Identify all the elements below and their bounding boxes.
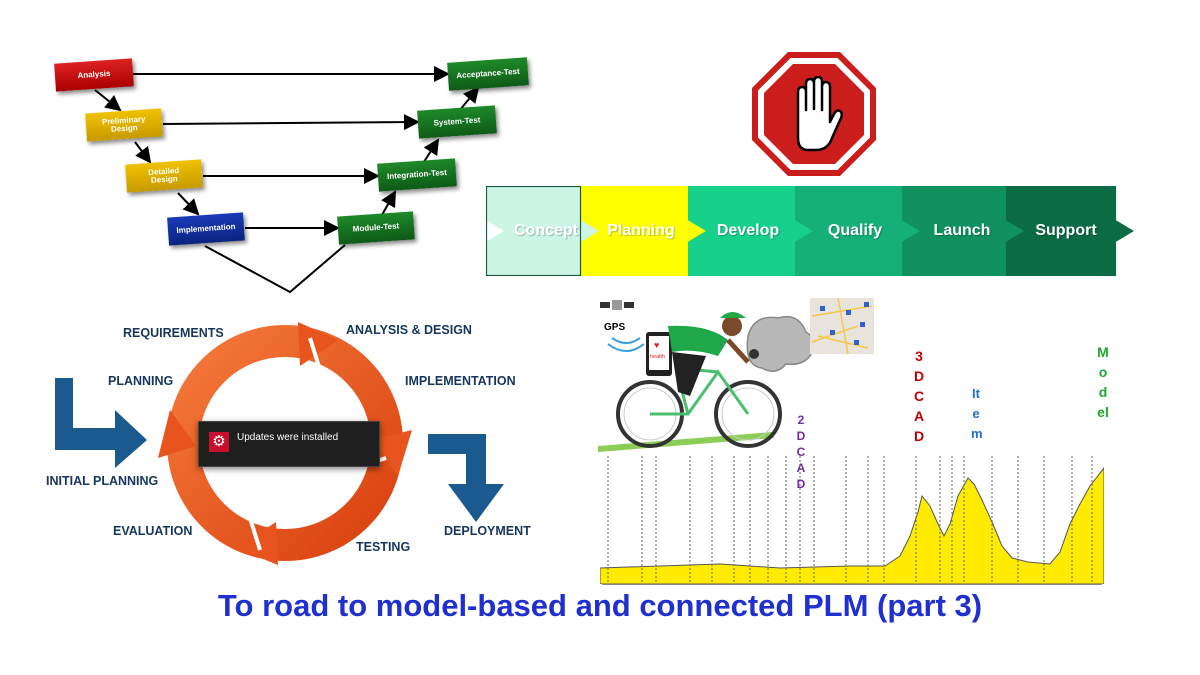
cyclist-graphic: GPS ♥ health [598,297,874,452]
gps-label: GPS [604,322,625,333]
elevation-baseline [602,584,1102,585]
toast-message: Updates were installed [237,432,339,443]
page-title: To road to model-based and connected PLM… [217,588,983,623]
svg-text:♥: ♥ [654,340,659,350]
stop-hand-icon [796,76,844,152]
v-step-analysis: Analysis [54,58,134,92]
deployment-arrow [428,434,504,522]
label-initial-planning: INITIAL PLANNING [46,474,159,488]
update-notification-toast[interactable]: ⚙ Updates were installed [198,421,380,467]
svg-text:health: health [650,354,665,360]
phase-develop: Develop [688,186,816,276]
label-model: Model [1097,344,1109,420]
satellite-icon [600,300,634,310]
phase-outlines [486,186,582,276]
v-step-acceptance-test: Acceptance-Test [447,57,529,91]
label-3d-cad: 3D CAD [913,348,925,444]
v-step-implementation: Implementation [167,212,245,246]
label-evaluation: EVALUATION [113,524,193,538]
v-step-preliminary-design: Preliminary Design [85,108,163,142]
label-planning: PLANNING [108,374,174,388]
elevation-profile [600,456,1104,584]
label-requirements: REQUIREMENTS [123,326,224,340]
v-step-system-test: System-Test [417,105,497,139]
label-deployment: DEPLOYMENT [444,524,531,538]
label-2d-cad: 2D CAD [796,413,806,491]
v-step-module-test: Module-Test [337,211,415,245]
initial-planning-arrow [55,378,147,468]
settings-gear-icon: ⚙ [209,432,229,452]
label-analysis-design: ANALYSIS & DESIGN [346,323,472,337]
stop-sign [752,52,876,176]
v-step-integration-test: Integration-Test [377,158,457,192]
label-testing: TESTING [356,540,411,554]
phase-support: Support [1006,186,1134,276]
v-model-connectors [94,66,480,294]
phase-planning: Planning [581,186,709,276]
label-item: Item [971,386,983,441]
v-step-detailed-design: Detailed Design [125,159,203,193]
phase-qualify: Qualify [795,186,923,276]
label-implementation: IMPLEMENTATION [405,374,516,388]
cycle-ring [158,322,412,565]
